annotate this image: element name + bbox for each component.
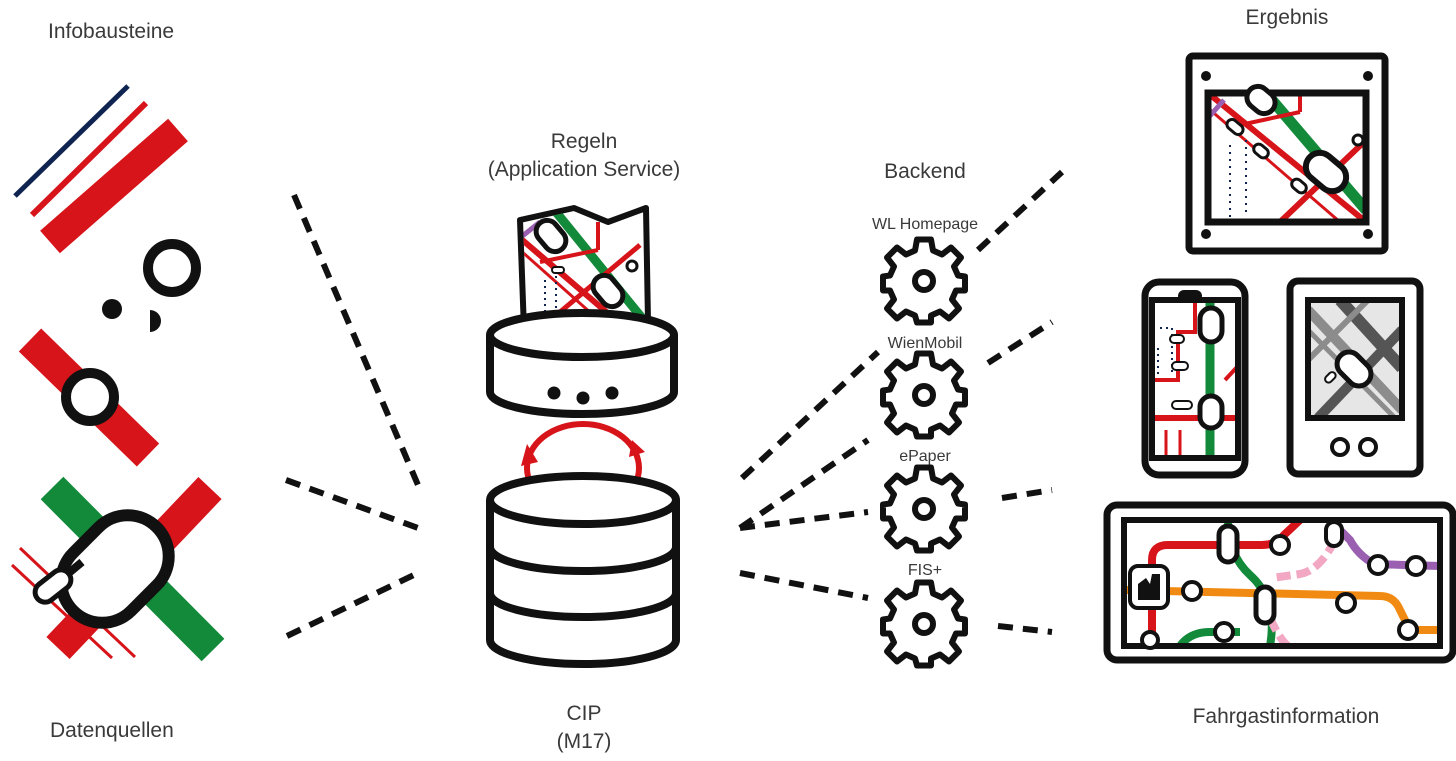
cog-icon (883, 240, 965, 323)
smartphone-icon (1141, 278, 1249, 479)
cog-icon (883, 468, 965, 551)
epaper-tablet-icon (1286, 277, 1424, 478)
backend-item-epaper: ePaper (899, 448, 951, 465)
backend-label: Backend (884, 160, 966, 183)
datenquellen-label: Datenquellen (50, 719, 174, 742)
infobausteine-label: Infobausteine (48, 20, 175, 43)
regeln-subtitle: (Application Service) (487, 158, 681, 182)
dashed-connectors (284, 169, 1065, 639)
backend-item-wienmobil: WienMobil (887, 335, 963, 352)
cog-icon (883, 583, 965, 666)
datenquellen-crossing-icon (10, 476, 225, 662)
backend-item-fis-plus: FIS+ (907, 562, 943, 579)
cip-label: CIP (M17) (534, 700, 634, 757)
cip-title: CIP (566, 702, 602, 725)
server-icon (486, 309, 678, 418)
cip-subtitle: (M17) (556, 730, 612, 754)
infobausteine-dots-icon (102, 239, 201, 332)
backend-item-wl-homepage: WL Homepage (871, 216, 979, 233)
monitor-icon (1185, 52, 1389, 255)
infobausteine-lines-icon (13, 84, 188, 254)
regeln-label: Regeln (Application Service) (470, 128, 698, 185)
regeln-title: Regeln (550, 130, 618, 153)
ergebnis-label: Ergebnis (1245, 6, 1329, 29)
database-icon (486, 472, 680, 668)
infobausteine-station-icon (18, 328, 160, 467)
cog-icon (883, 354, 965, 437)
fahrgastinformation-label: Fahrgastinformation (1192, 705, 1380, 728)
display-board-icon (1103, 501, 1456, 664)
